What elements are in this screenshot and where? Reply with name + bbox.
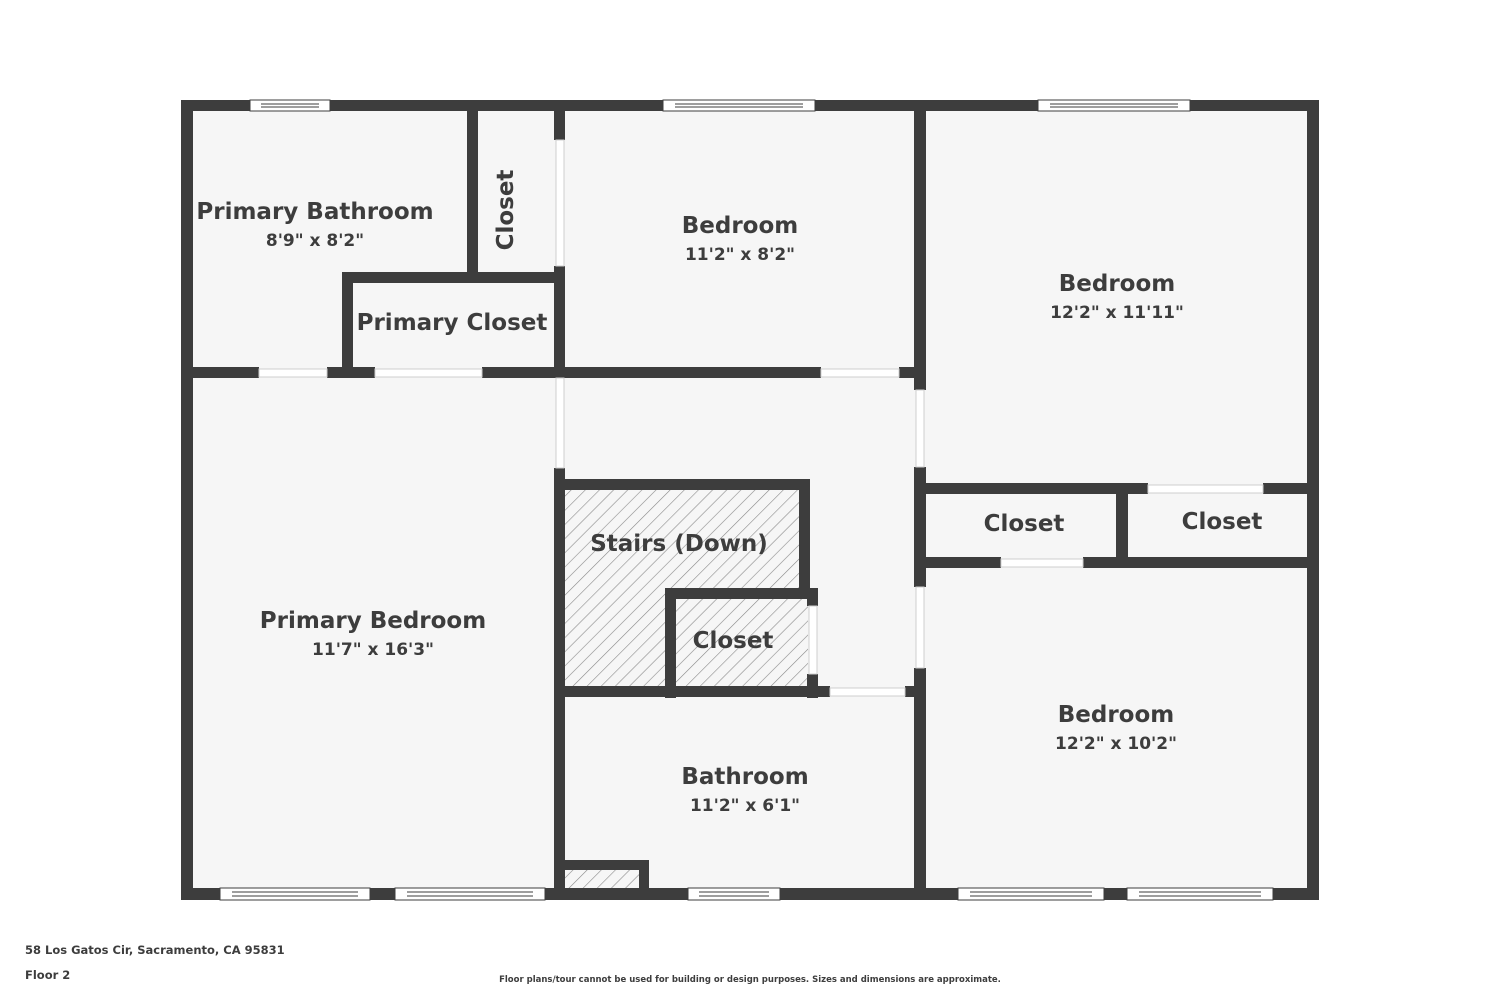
bath-fixture-hatch — [565, 870, 640, 888]
windows — [219, 99, 1274, 901]
room-name-primary-bathroom: Primary Bathroom — [196, 199, 433, 225]
room-name-primary-closet: Primary Closet — [357, 310, 548, 336]
room-name-bedroom-top-right: Bedroom — [1059, 271, 1176, 297]
room-name-bedroom-bottom-right: Bedroom — [1058, 702, 1175, 728]
room-name-primary-bedroom: Primary Bedroom — [260, 608, 486, 634]
room-name-bedroom-top-middle: Bedroom — [682, 213, 799, 239]
room-name-bathroom: Bathroom — [681, 764, 808, 790]
room-dims-primary-bedroom: 11'7" x 16'3" — [312, 640, 434, 660]
property-address: 58 Los Gatos Cir, Sacramento, CA 95831 — [25, 943, 285, 957]
room-dims-bedroom-bottom-right: 12'2" x 10'2" — [1055, 734, 1177, 754]
room-name-closet-hall: Closet — [693, 628, 774, 654]
floor-label: Floor 2 — [25, 968, 71, 982]
room-name-closet-vertical: Closet — [493, 170, 519, 251]
room-name-stairs: Stairs (Down) — [590, 531, 768, 557]
room-dims-primary-bathroom: 8'9" x 8'2" — [266, 231, 364, 251]
room-dims-bedroom-top-middle: 11'2" x 8'2" — [685, 245, 795, 265]
door-openings — [258, 139, 1264, 697]
disclaimer: Floor plans/tour cannot be used for buil… — [499, 975, 1001, 985]
room-dims-bedroom-top-right: 12'2" x 11'11" — [1050, 303, 1184, 323]
room-name-closet-right-1: Closet — [984, 511, 1065, 537]
room-name-closet-right-2: Closet — [1182, 509, 1263, 535]
room-labels: Primary Bathroom 8'9" x 8'2" Closet Prim… — [196, 170, 1262, 816]
room-dims-bathroom: 11'2" x 6'1" — [690, 796, 800, 816]
